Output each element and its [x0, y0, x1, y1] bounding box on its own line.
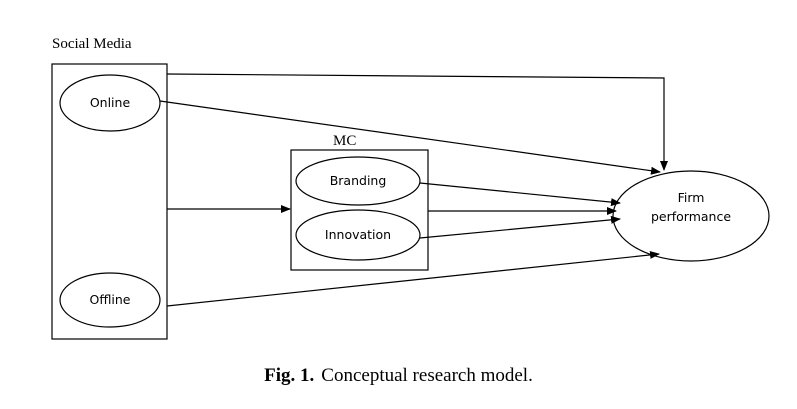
social-media-title: Social Media	[52, 36, 132, 52]
arrow-online-to-firm-performance	[159, 100, 661, 175]
mc-title: MC	[333, 133, 356, 149]
branding-label: Branding	[330, 173, 387, 188]
innovation-node	[295, 209, 421, 261]
online-node	[59, 74, 161, 132]
arrow-branding-to-firm-performance	[419, 182, 621, 207]
arrow-innovation-to-firm-performance	[419, 215, 621, 239]
mc-box	[290, 149, 429, 271]
innovation-label: Innovation	[325, 227, 391, 242]
figure-label: Fig. 1.	[264, 365, 315, 386]
figure-caption: Fig. 1. Conceptual research model.	[0, 365, 797, 387]
firm-performance-label-line1: Firm	[678, 190, 705, 205]
offline-node	[59, 272, 161, 328]
figure-caption-text: Conceptual research model.	[321, 365, 533, 386]
firm-performance-label-line2: performance	[651, 209, 731, 224]
social-media-box	[51, 63, 168, 340]
branding-node	[295, 156, 421, 206]
online-label: Online	[90, 95, 131, 110]
arrow-offline-to-firm-performance	[166, 250, 660, 307]
offline-label: Offline	[89, 292, 130, 307]
arrow-social-media-to-firm-performance	[166, 73, 668, 171]
